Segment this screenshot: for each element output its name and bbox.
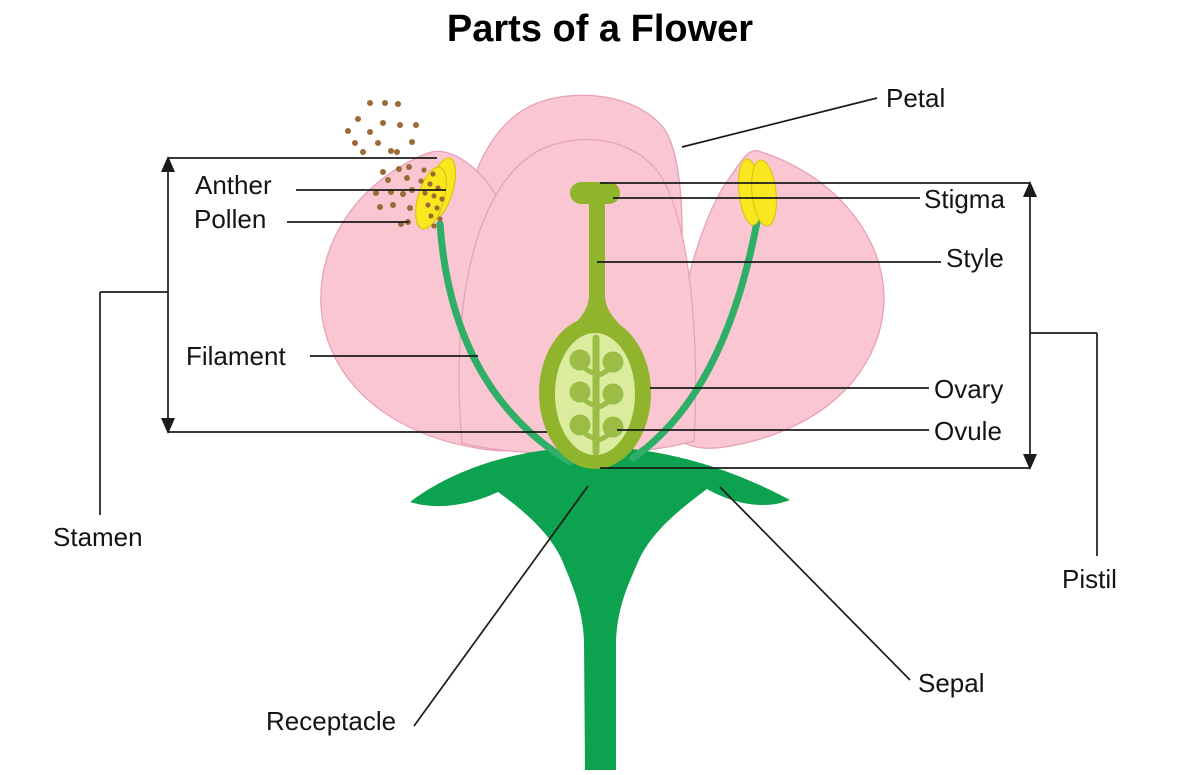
label-anther: Anther <box>195 170 272 200</box>
label-sepal: Sepal <box>918 668 985 698</box>
leader-lines <box>287 97 941 727</box>
anther-left-shape <box>415 157 457 230</box>
sepal-receptacle-stem-shape <box>410 447 790 770</box>
diagram-title: Parts of a Flower <box>446 8 754 50</box>
pollen-scatter-dots <box>345 100 419 227</box>
label-petal: Petal <box>886 83 946 113</box>
label-filament: Filament <box>186 341 286 371</box>
ovule-shapes <box>569 334 624 456</box>
anther-right-front-lobe <box>750 159 778 227</box>
pistil-bracket-arrow-up <box>1023 181 1037 197</box>
flower-illustration <box>320 94 885 770</box>
filament-right-shape <box>629 218 761 462</box>
pistil-bracket <box>600 181 1098 556</box>
label-ovary: Ovary <box>934 374 1004 404</box>
label-ovule: Ovule <box>934 416 1002 446</box>
receptacle-leader-line <box>413 485 589 727</box>
pistil-bracket-arrow-down <box>1023 454 1037 470</box>
petal-leader-line <box>681 97 878 148</box>
filament-left-shape <box>436 220 574 466</box>
label-pollen: Pollen <box>194 204 267 234</box>
sepal-leader-line <box>719 486 911 681</box>
stigma-shape <box>570 182 620 204</box>
petal-right-shape <box>667 150 885 449</box>
stamen-bracket-arrow-up <box>161 156 175 172</box>
label-stigma: Stigma <box>924 184 1005 214</box>
label-pistil: Pistil <box>1062 564 1117 594</box>
stamen-bracket <box>99 156 547 515</box>
label-stamen: Stamen <box>53 522 143 552</box>
stamen-bracket-arrow-down <box>161 418 175 434</box>
label-style: Style <box>946 243 1004 273</box>
anther-right-shape <box>737 158 778 227</box>
anther-left-front-lobe <box>415 166 447 230</box>
label-receptacle: Receptacle <box>266 706 397 736</box>
